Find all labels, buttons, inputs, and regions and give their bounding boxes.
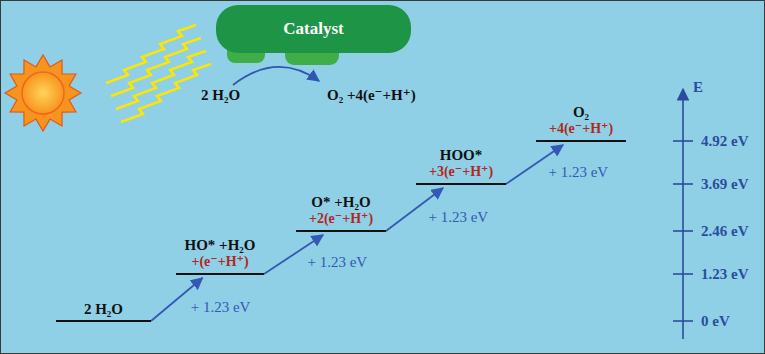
step-energy: + 1.23 eV bbox=[308, 253, 368, 271]
tick-label: 1.23 eV bbox=[701, 265, 749, 283]
step-energy: + 1.23 eV bbox=[191, 298, 251, 316]
energy-level: O₂+4(e⁻+H⁺) bbox=[536, 103, 626, 142]
axis-title: E bbox=[693, 78, 703, 96]
electron-count: +3(e⁻+H⁺) bbox=[419, 164, 503, 181]
step-energy: + 1.23 eV bbox=[429, 208, 489, 226]
species-label: O₂ bbox=[539, 103, 623, 121]
catalyst-label: Catalyst bbox=[283, 19, 343, 39]
step-energy: + 1.23 eV bbox=[549, 163, 609, 181]
electron-count: +2(e⁻+H⁺) bbox=[299, 211, 383, 228]
tick-label: 0 eV bbox=[701, 312, 730, 330]
energy-level: O* +H₂O+2(e⁻+H⁺) bbox=[296, 193, 386, 232]
tick-label: 4.92 eV bbox=[701, 132, 749, 150]
sun-rays bbox=[5, 55, 81, 131]
energy-level: HO* +H₂O+(e⁻+H⁺) bbox=[176, 236, 264, 275]
species-label: O* +H₂O bbox=[299, 193, 383, 211]
energy-level: 2 H₂O bbox=[56, 300, 151, 322]
energy-axis bbox=[673, 89, 693, 339]
species-label: HOO* bbox=[419, 146, 503, 164]
catalyst-box: Catalyst bbox=[216, 5, 411, 53]
electron-count: +(e⁻+H⁺) bbox=[179, 254, 261, 271]
energy-level: HOO*+3(e⁻+H⁺) bbox=[416, 146, 506, 185]
species-label: HO* +H₂O bbox=[179, 236, 261, 254]
light-rays bbox=[106, 25, 211, 122]
reaction-arrow bbox=[233, 67, 319, 85]
sun-disc bbox=[22, 72, 64, 114]
reactant-label: 2 H₂O bbox=[201, 86, 240, 104]
product-label: O₂ +4(e⁻+H⁺) bbox=[327, 86, 416, 104]
tick-label: 3.69 eV bbox=[701, 175, 749, 193]
tick-label: 2.46 eV bbox=[701, 222, 749, 240]
species-label: 2 H₂O bbox=[59, 300, 148, 318]
electron-count: +4(e⁻+H⁺) bbox=[539, 121, 623, 138]
